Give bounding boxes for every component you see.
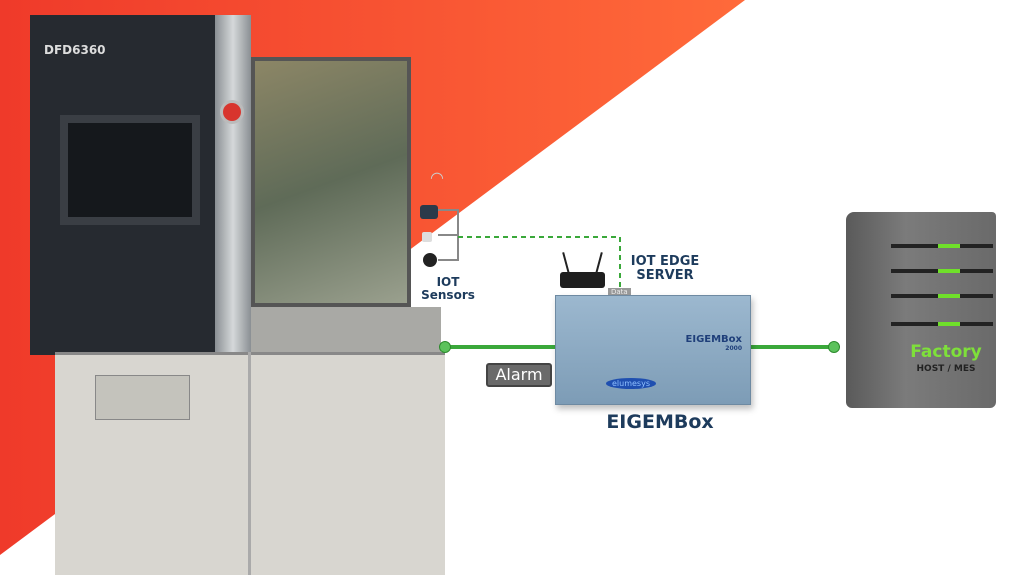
eigembox-maker-logo: elumesys [606, 378, 656, 389]
eigembox-device: EIGEMBox 2000 elumesys [555, 295, 751, 405]
iot-sensors-label: IOT Sensors [418, 275, 478, 303]
factory-link-line [748, 345, 834, 349]
machine-tray [251, 307, 441, 352]
sensors-label-line1: IOT [436, 275, 460, 289]
link-node [828, 341, 840, 353]
test-machine: DFD6360 [30, 15, 445, 575]
machine-screen [60, 115, 200, 225]
server-led [938, 244, 960, 248]
eigembox-brand: EIGEMBox 2000 [686, 334, 742, 352]
wifi-icon: ◠ [430, 168, 444, 187]
emergency-stop-button [220, 100, 244, 124]
router-icon [560, 272, 605, 288]
iot-edge-server-label: IOT EDGE SERVER [625, 254, 705, 284]
eigembox-label: EIGEMBox [606, 411, 714, 433]
alarm-callout: Alarm [486, 363, 552, 387]
edge-label-line2: SERVER [636, 268, 694, 284]
link-node [439, 341, 451, 353]
server-led [938, 294, 960, 298]
factory-server-icon: Factory HOST / MES [846, 212, 996, 408]
factory-subtitle: HOST / MES [916, 364, 976, 374]
factory-title: Factory [910, 342, 982, 362]
sensor-icon [422, 232, 432, 242]
sensor-icon [420, 205, 438, 219]
edge-label-line1: IOT EDGE [630, 254, 700, 269]
server-led [938, 269, 960, 273]
data-tag: Data [608, 288, 631, 296]
box-brand: EIGEMBox [685, 334, 742, 345]
sensors-label-line2: Sensors [421, 288, 475, 303]
machine-model-label: DFD6360 [44, 43, 106, 57]
machine-window [251, 57, 411, 307]
machine-door-divider [248, 352, 251, 575]
server-led [938, 322, 960, 326]
machine-button-panel [95, 375, 190, 420]
alarm-link-line [445, 345, 557, 349]
sensor-icon [423, 253, 437, 267]
machine-steel-column [215, 15, 251, 355]
sensor-bracket [438, 209, 621, 290]
box-model: 2000 [725, 345, 742, 352]
